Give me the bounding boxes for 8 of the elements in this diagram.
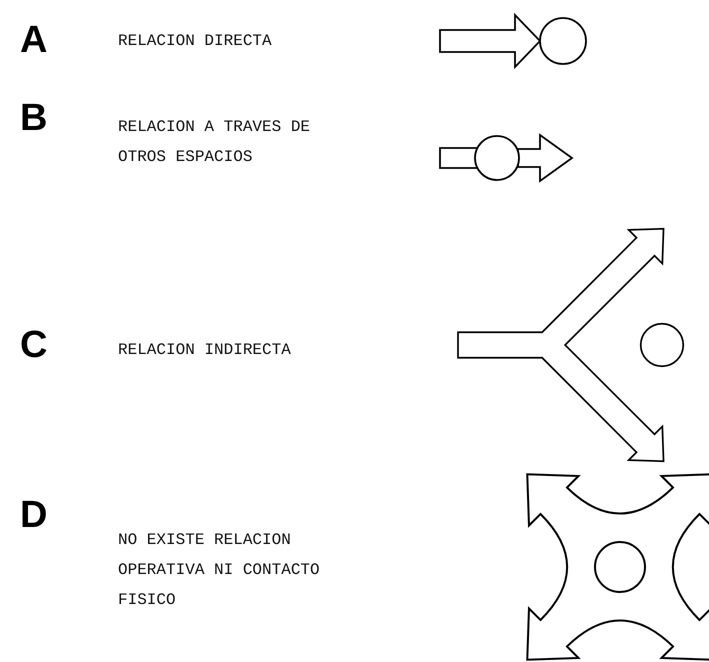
description-text: NO EXISTE RELACION OPERATIVA NI CONTACTO FISICO [118,530,321,611]
row-letter: D [20,495,48,535]
row-letter: B [20,98,48,138]
row-letter: C [20,325,48,365]
description-text: RELACION DIRECTA [118,31,273,52]
description-text: RELACION A TRAVES DE OTROS ESPACIOS [118,117,312,168]
description-text: RELACION INDIRECTA [118,340,292,361]
row-letter: A [20,20,48,60]
